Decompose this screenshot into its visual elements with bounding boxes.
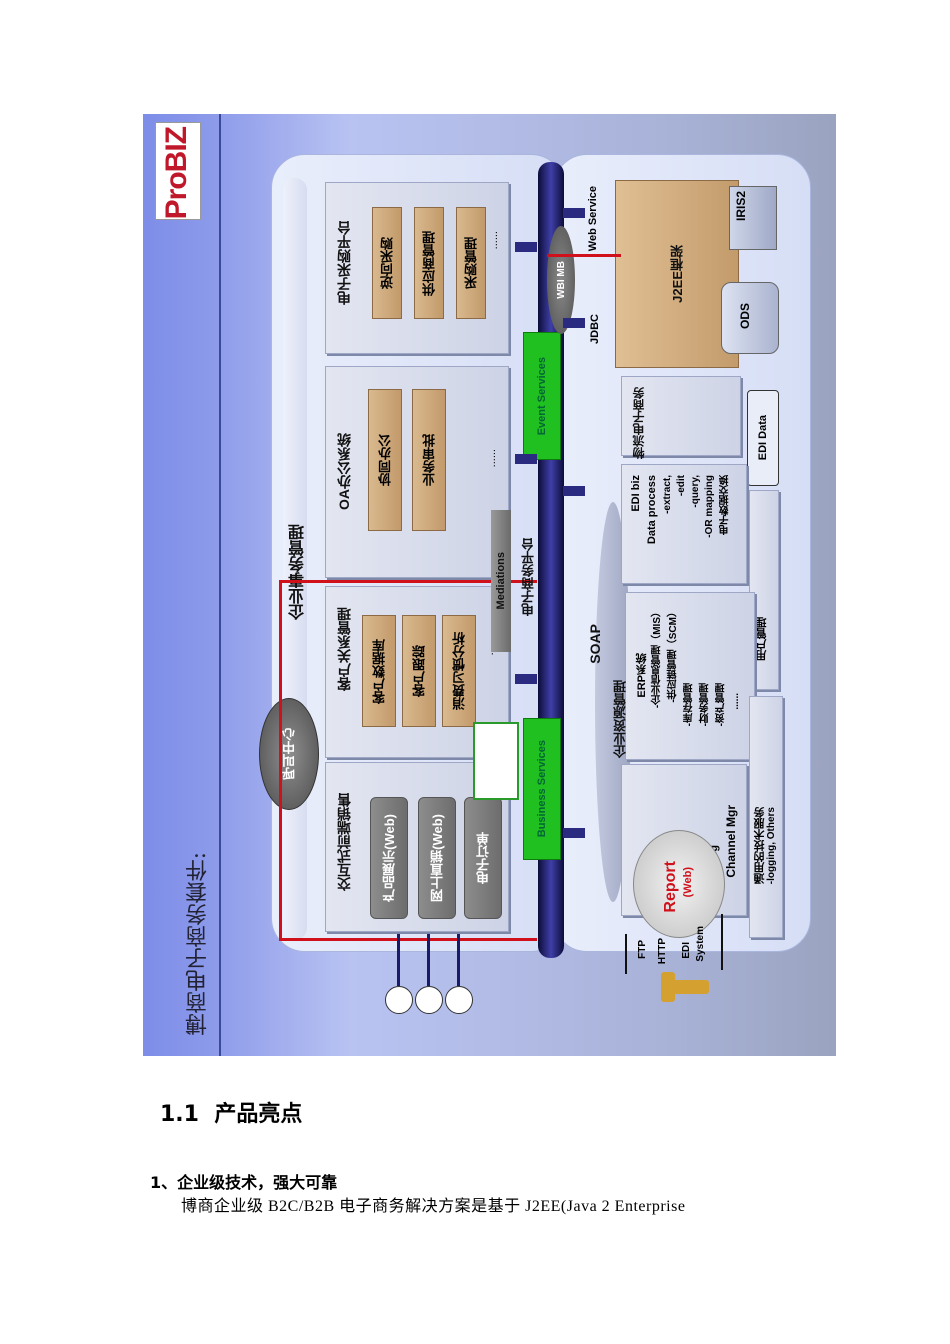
j2ee-framework: J2EE框架	[615, 180, 739, 368]
oa-module: OA办公系统 协同办公 业务审批 ......	[325, 366, 509, 578]
client-line	[397, 934, 400, 986]
procure-item-0[interactable]: 逆向采购	[372, 207, 402, 319]
iris-box: IRIS2	[729, 186, 777, 250]
figure-divider	[219, 114, 221, 1056]
edi-data-box: EDI Data	[747, 390, 779, 486]
bus-stub	[563, 318, 585, 328]
iris-label: IRIS2	[734, 191, 748, 222]
paragraph: 博商企业级 B2C/B2B 电子商务解决方案是基于 J2EE(Java 2 En…	[181, 1198, 686, 1215]
client-line	[457, 934, 460, 986]
crm-item-0[interactable]: 客户数据库	[362, 615, 396, 727]
procure-more: ......	[488, 231, 500, 250]
crm-label	[283, 178, 307, 940]
logo-text: ProBIZ	[160, 127, 193, 220]
client-device-icon	[385, 986, 413, 1014]
architecture-figure: ProBIZ 博商电子商务套件: 企业事务管理 呼叫中心 交互式前端销售 产品展…	[143, 114, 836, 1056]
business-services-box: Business Services	[523, 718, 561, 860]
front-sales-module: 交互式前端销售 产品展示(Web) 网上直销(Web) 电子订单	[325, 762, 509, 932]
ods-box: ODS	[721, 282, 779, 354]
item-heading: 1、企业级技术，强大可靠	[150, 1173, 338, 1192]
bus-stub	[515, 454, 537, 464]
soap-label: SOAP	[587, 624, 603, 664]
jdbc-label: JDBC	[589, 314, 601, 344]
edi-biz-module: EDI biz Data process -extract, -edit -qu…	[621, 464, 747, 584]
front-item-1[interactable]: 网上直销(Web)	[418, 797, 456, 919]
mediations-box: Mediations	[491, 510, 511, 652]
oa-title: OA办公系统	[336, 433, 352, 510]
edi-label: EDI	[681, 942, 692, 959]
key-head	[661, 972, 675, 1002]
procure-item-1[interactable]: 供应商管理	[414, 207, 444, 319]
wbi-label: WBI MB	[555, 261, 567, 299]
bus-stub	[515, 674, 537, 684]
bus-stub	[563, 486, 585, 496]
web-service-label: Web Service	[587, 186, 599, 252]
procurement-title: 电子采购平台	[336, 221, 352, 305]
procurement-module: 电子采购平台 逆向采购 供应商管理 采购管理 ......	[325, 182, 509, 354]
oa-more: ......	[486, 449, 498, 468]
report-ellipse[interactable]: Report (Web)	[633, 830, 725, 938]
oa-item-0[interactable]: 协同办公	[368, 389, 402, 531]
crm-title: 客户关系管理	[336, 607, 352, 691]
probiz-logo: ProBIZ	[155, 122, 201, 220]
crm-item-1[interactable]: 客户跟踪	[402, 615, 436, 727]
arrow-up-down	[721, 914, 723, 970]
client-device-icon	[415, 986, 443, 1014]
client-line	[427, 934, 430, 986]
arrow-down	[625, 934, 627, 974]
wbi-mb: WBI MB	[547, 226, 575, 334]
call-center: 呼叫中心	[259, 698, 319, 810]
system-label: System	[695, 926, 706, 962]
section-title: 产品亮点	[214, 1102, 303, 1127]
red-line-h-bot	[279, 938, 537, 941]
ftp-label: FTP	[637, 940, 648, 959]
oa-item-1[interactable]: 业务审批	[412, 389, 446, 531]
procure-item-2[interactable]: 采购管理	[456, 207, 486, 319]
front-item-2[interactable]: 电子订单	[464, 797, 502, 919]
client-device-icon	[445, 986, 473, 1014]
flow-diagram-icon	[473, 722, 519, 800]
section-number: 1.1	[160, 1102, 199, 1127]
figure-caption: 博商电子商务套件:	[186, 852, 211, 1036]
erp-module: ERP系统 -企业信息管理（MIS） -供应链管理（SCM） -库存管理 -财务…	[625, 592, 755, 760]
common-services-module: 通用的技术服务 -logging, Others	[749, 696, 783, 938]
red-arrow	[547, 254, 621, 257]
enterprise-affairs-label: 企业事务管理	[290, 524, 307, 620]
bus-stub	[515, 242, 537, 252]
call-center-label: 呼叫中心	[281, 728, 297, 780]
bus-stub	[563, 828, 585, 838]
bus-stub	[563, 208, 585, 218]
logistics-module: 物流电子商务	[621, 376, 741, 459]
mediations-label: Mediations	[495, 552, 507, 610]
front-item-0[interactable]: 产品展示(Web)	[370, 797, 408, 919]
front-sales-title: 交互式前端销售	[336, 793, 352, 891]
erp-title: 企业资源管理	[613, 680, 628, 758]
crm-item-2[interactable]: 消费习惯分析	[442, 615, 476, 727]
ods-label: ODS	[738, 303, 752, 330]
report-label: Report	[662, 861, 679, 913]
section-heading: 1.1 产品亮点	[160, 1096, 302, 1128]
red-line-h-top	[279, 580, 537, 583]
ecommerce-platform-label: 电子商务平台	[521, 538, 536, 616]
event-services-box: Event Services	[523, 332, 561, 460]
report-sub: (Web)	[682, 867, 694, 898]
red-line-v	[279, 580, 282, 940]
http-label: HTTP	[657, 938, 668, 965]
